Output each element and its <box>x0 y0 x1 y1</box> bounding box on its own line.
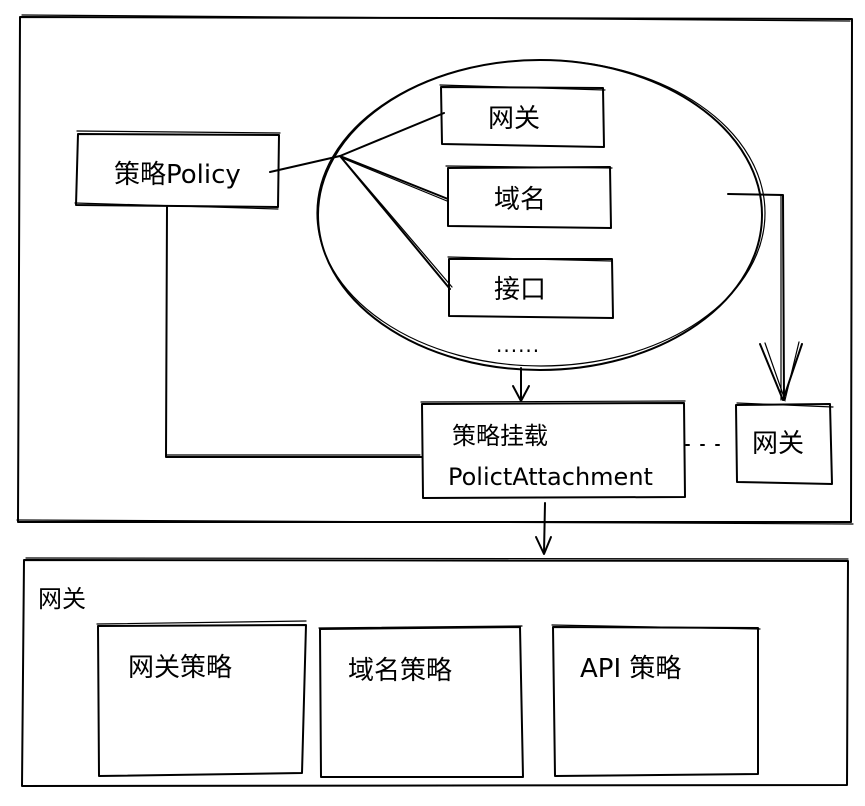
policy-card-label: 域名策略 <box>348 656 452 686</box>
policy-box-label: 策略Policy <box>114 160 241 190</box>
policy-card-domain[interactable]: 域名策略 <box>318 625 524 778</box>
ellipse-to-gateway-arrow <box>727 193 803 403</box>
target-item-label: 网关 <box>488 104 540 134</box>
policy-to-targets-connectors <box>269 112 453 290</box>
target-item-label: 接口 <box>494 275 546 305</box>
attachment-box[interactable]: 策略挂载 PolictAttachment <box>420 400 686 499</box>
ellipse-to-attachment-arrow <box>512 367 530 402</box>
policy-card-api[interactable]: API 策略 <box>551 624 761 777</box>
attachment-label-cn: 策略挂载 <box>452 422 548 450</box>
policy-card-label: 网关策略 <box>128 653 232 683</box>
gateway-target-label: 网关 <box>752 429 804 459</box>
target-item-label: 域名 <box>494 185 546 215</box>
gateway-container-title: 网关 <box>38 585 86 613</box>
policy-card-gateway[interactable]: 网关策略 <box>96 620 307 777</box>
attachment-to-gateway-container-arrow <box>535 502 552 555</box>
target-item-domain[interactable]: 域名 <box>445 165 613 229</box>
policy-box[interactable]: 策略Policy <box>74 130 281 210</box>
target-item-gateway[interactable]: 网关 <box>439 84 606 148</box>
policy-card-label: API 策略 <box>580 654 681 684</box>
target-ellipsis: ...... <box>496 333 540 357</box>
target-item-interface[interactable]: 接口 <box>447 256 614 319</box>
attachment-label-en: PolictAttachment <box>448 463 653 491</box>
policy-to-attachment-connector <box>165 206 423 458</box>
target-ellipse <box>316 59 766 371</box>
gateway-target-box[interactable]: 网关 <box>735 402 834 485</box>
gateway-container: 网关 <box>21 557 849 787</box>
top-container <box>16 14 854 525</box>
